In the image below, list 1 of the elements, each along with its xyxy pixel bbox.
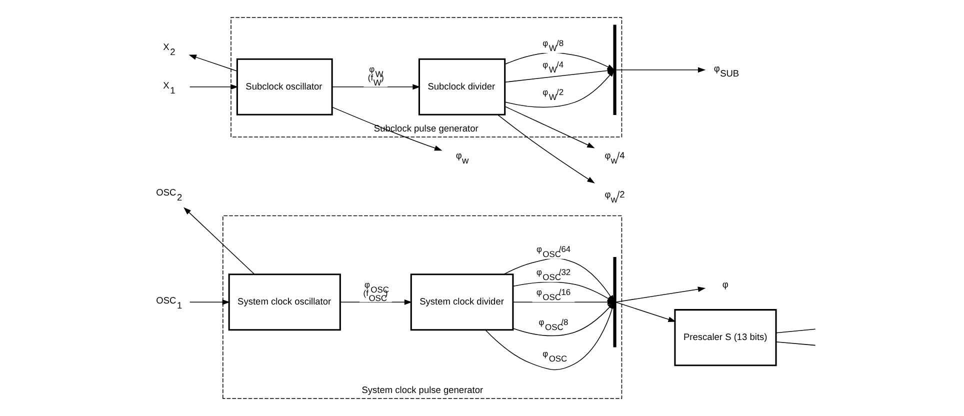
node-text: φ [722,280,728,290]
